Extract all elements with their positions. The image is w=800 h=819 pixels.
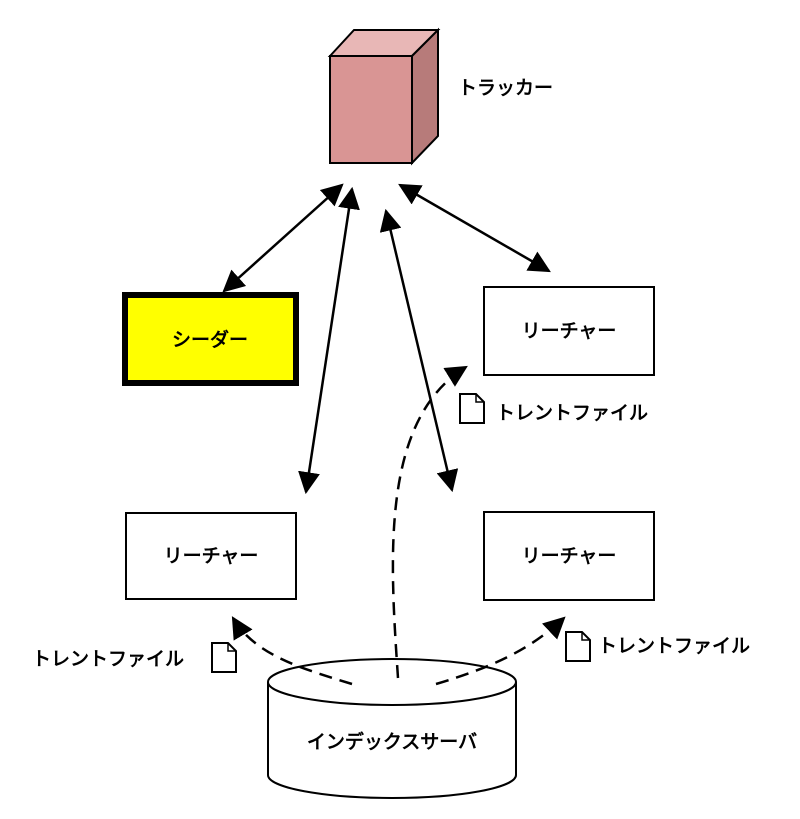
arrow-tracker-leecher-top-right bbox=[398, 183, 551, 273]
arrow-tracker-leecher-bottom-right bbox=[379, 208, 459, 493]
index-server-label: インデックスサーバ bbox=[307, 730, 477, 753]
document-icon bbox=[459, 393, 485, 424]
tracker-node bbox=[327, 27, 441, 166]
tracker-cube-front bbox=[329, 55, 413, 164]
arrow-tracker-leecher-bottom-left bbox=[298, 186, 360, 495]
index-server-cylinder-top bbox=[267, 658, 517, 706]
dashed-arrow-to-leecher-top-right bbox=[391, 365, 468, 679]
leecher-label: リーチャー bbox=[164, 545, 259, 567]
index-server-node bbox=[267, 658, 517, 799]
torrent-file-label: トレントファイル bbox=[598, 635, 750, 657]
index-server-cylinder-body bbox=[267, 682, 517, 799]
seeder-box bbox=[122, 292, 299, 386]
dashed-arrow-to-leecher-bottom-right bbox=[435, 616, 566, 686]
tracker-label: トラッカー bbox=[458, 77, 553, 99]
document-icon bbox=[211, 642, 237, 673]
leecher-label: リーチャー bbox=[522, 320, 617, 342]
document-icon bbox=[565, 631, 591, 662]
leecher-label: リーチャー bbox=[522, 545, 617, 567]
dashed-arrow-to-leecher-bottom-left bbox=[231, 616, 353, 686]
torrent-file-label: トレントファイル bbox=[496, 402, 648, 424]
seeder-label: シーダー bbox=[172, 328, 248, 351]
leecher-box-top-right bbox=[483, 286, 655, 376]
leecher-box-bottom-left bbox=[125, 512, 297, 600]
torrent-file-label: トレントファイル bbox=[32, 648, 184, 670]
leecher-box-bottom-right bbox=[483, 511, 655, 601]
arrow-tracker-seeder bbox=[222, 183, 344, 293]
